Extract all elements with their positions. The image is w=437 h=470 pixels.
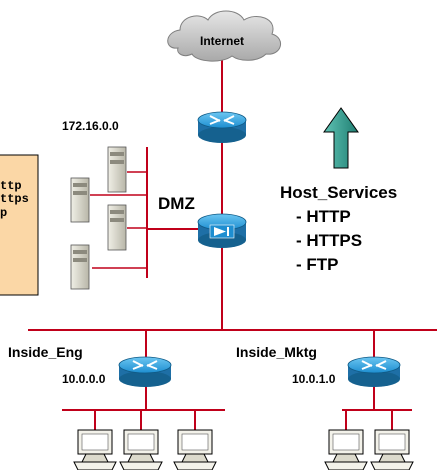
inside-eng-label: Inside_Eng <box>8 344 83 360</box>
server-icon <box>107 146 127 193</box>
service-line-3: p <box>0 206 7 220</box>
internet-cloud: Internet <box>167 10 281 62</box>
service-line-2: ttps <box>0 192 29 206</box>
workstation-icon <box>324 429 368 470</box>
firewall-icon <box>197 213 247 248</box>
dmz-subnet-label: 172.16.0.0 <box>62 119 119 133</box>
host-services-list: Host_Services - HTTP - HTTPS - FTP <box>280 183 397 274</box>
internet-label: Internet <box>200 34 244 48</box>
inside-mktg-subnet: 10.0.1.0 <box>292 372 336 386</box>
dmz-servers <box>70 146 127 290</box>
host-service-https: - HTTPS <box>296 231 362 250</box>
server-services-box: ttp ttps p <box>0 154 39 296</box>
server-icon <box>70 244 90 290</box>
up-arrow-icon <box>323 107 359 169</box>
inside-mktg-router-icon <box>347 356 401 387</box>
network-links <box>28 60 437 430</box>
service-line-1: ttp <box>0 179 22 193</box>
mktg-workstations <box>324 429 414 470</box>
inside-mktg-label: Inside_Mktg <box>236 344 317 360</box>
server-icon <box>107 204 127 251</box>
workstation-icon <box>173 429 217 470</box>
server-icon <box>70 177 90 223</box>
inside-eng-router-icon <box>118 356 172 387</box>
workstation-icon <box>370 429 414 470</box>
host-service-ftp: - FTP <box>296 255 339 274</box>
perimeter-router-icon <box>197 111 247 143</box>
eng-workstations <box>73 429 217 470</box>
workstation-icon <box>73 429 117 470</box>
workstation-icon <box>119 429 163 470</box>
dmz-label: DMZ <box>158 194 195 213</box>
inside-eng-subnet: 10.0.0.0 <box>62 372 106 386</box>
host-service-http: - HTTP <box>296 207 351 226</box>
host-services-title: Host_Services <box>280 183 397 202</box>
